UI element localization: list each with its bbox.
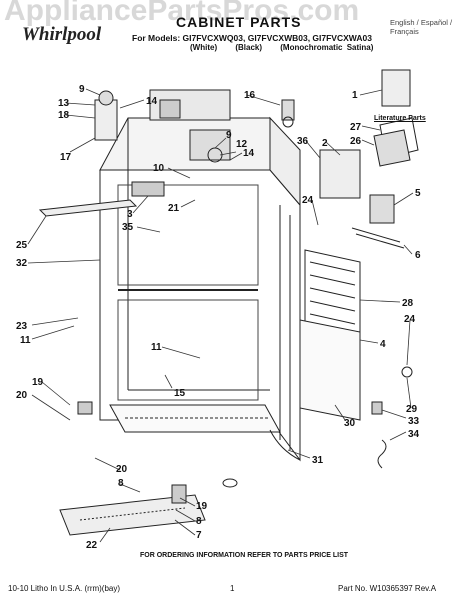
rail-part [38, 199, 138, 217]
callout-7: 7 [196, 530, 202, 541]
callout-20b: 20 [116, 464, 128, 475]
right-side-parts [299, 69, 419, 469]
callout-9b: 9 [226, 130, 232, 141]
bottom-parts [59, 401, 301, 536]
callout-19a: 19 [32, 377, 44, 388]
callout-20a: 20 [16, 390, 28, 401]
brand-logo: Whirlpool [22, 24, 102, 45]
callout-12: 12 [236, 139, 248, 150]
callout-24a: 24 [302, 195, 314, 206]
leader-lines [27, 88, 414, 543]
callout-4: 4 [380, 339, 386, 350]
callout-24b: 24 [404, 314, 416, 325]
callout-22: 22 [86, 540, 98, 551]
callout-5: 5 [415, 188, 421, 199]
callout-14b: 14 [243, 148, 255, 159]
callout-9a: 9 [79, 84, 85, 95]
callout-33: 33 [408, 416, 420, 427]
callout-36: 36 [297, 136, 309, 147]
diagram-title: CABINET PARTS [176, 14, 302, 30]
callout-23: 23 [16, 321, 28, 332]
litho-info: 10-10 Litho In U.S.A. (rrm)(bay) [8, 584, 121, 593]
callout-26: 26 [350, 136, 362, 147]
callout-16: 16 [244, 90, 256, 101]
models-line: For Models: GI7FVCXWQ03, GI7FVCXWB03, GI… [132, 33, 372, 43]
ordering-note: FOR ORDERING INFORMATION REFER TO PARTS … [140, 552, 349, 559]
language-label: English / Español / Français [390, 18, 453, 36]
callout-18: 18 [58, 110, 70, 121]
callout-25: 25 [16, 240, 28, 251]
model-variants: (White) (Black) (Monochromatic Satina) [190, 43, 387, 52]
watermark: AppliancePartsPros.com [4, 0, 360, 27]
callout-8b: 8 [196, 516, 202, 527]
part-number: Part No. W10365397 Rev.A [338, 584, 437, 593]
callout-35: 35 [122, 222, 134, 233]
literature-parts-label: Literature Parts [374, 115, 426, 122]
variant-black: (Black) [235, 43, 263, 52]
cabinet-body [99, 116, 301, 462]
callout-29: 29 [406, 404, 418, 415]
callout-2: 2 [322, 138, 328, 149]
callout-3: 3 [127, 209, 133, 220]
callout-21: 21 [168, 203, 180, 214]
page-number: 1 [230, 584, 235, 593]
callout-30: 30 [344, 418, 356, 429]
callout-34: 34 [408, 429, 420, 440]
callout-labels: 9 13 18 17 14 16 9 12 14 10 21 3 35 25 3… [16, 84, 421, 551]
callout-6: 6 [415, 250, 421, 261]
callout-11a: 11 [20, 335, 31, 346]
callout-11b: 11 [151, 342, 162, 353]
callout-8a: 8 [118, 478, 124, 489]
callout-32: 32 [16, 258, 28, 269]
callout-27: 27 [350, 122, 362, 133]
callout-10: 10 [153, 163, 165, 174]
bracket-part [131, 181, 165, 197]
callout-13: 13 [58, 98, 70, 109]
variant-white: (White) [190, 43, 218, 52]
callout-31: 31 [312, 455, 324, 466]
callout-17: 17 [60, 152, 72, 163]
callout-15: 15 [174, 388, 186, 399]
callout-1: 1 [352, 90, 358, 101]
callout-14a: 14 [146, 96, 158, 107]
callout-28: 28 [402, 298, 414, 309]
variant-satina: (Monochromatic Satina) [280, 43, 374, 52]
callout-19b: 19 [196, 501, 208, 512]
